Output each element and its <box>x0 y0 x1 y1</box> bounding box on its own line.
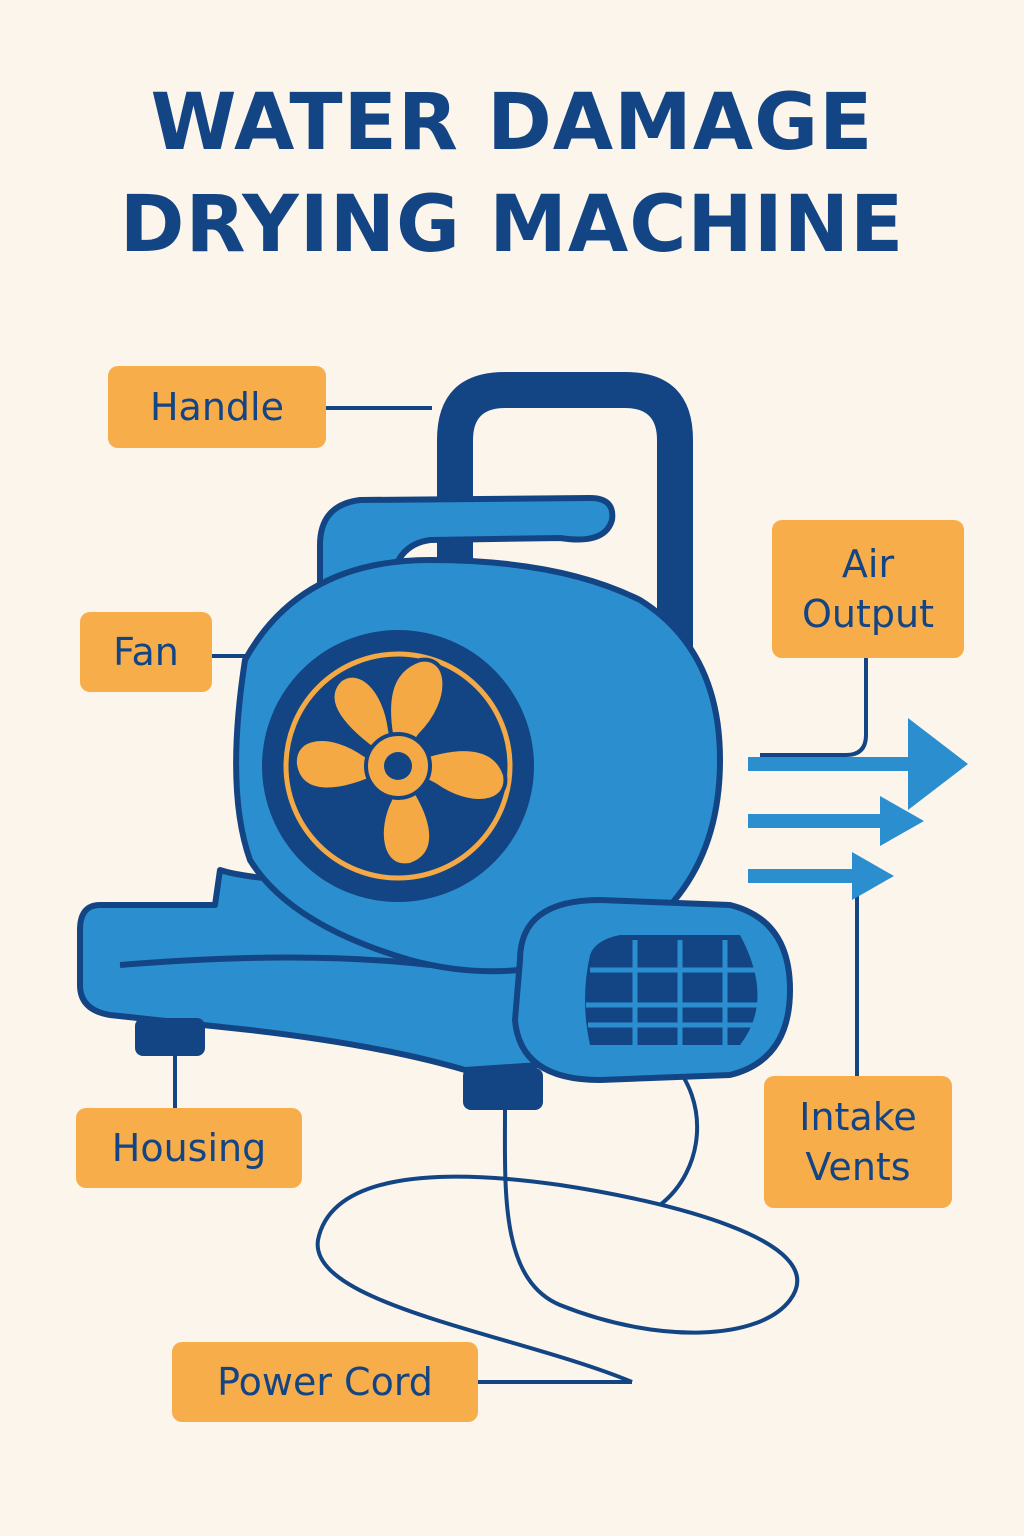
air-output-leader-line <box>760 656 868 757</box>
page-title: WATER DAMAGE DRYING MACHINE <box>0 72 1024 276</box>
label-housing-text: Housing <box>111 1126 267 1170</box>
label-handle: Handle <box>108 366 326 448</box>
title-line-1: WATER DAMAGE <box>150 78 874 168</box>
label-air-output-line1: Air <box>841 542 895 586</box>
air-flow-arrows <box>748 718 968 900</box>
label-fan: Fan <box>80 612 212 692</box>
airflow-arrow-1 <box>908 718 968 810</box>
power-cord-cable <box>315 1109 800 1384</box>
label-intake-vents-line1: Intake <box>799 1095 917 1139</box>
label-air-output-line2: Output <box>802 592 934 636</box>
power-cord-from-nozzle <box>658 1058 700 1207</box>
label-power-cord-text: Power Cord <box>217 1360 433 1404</box>
label-power-cord: Power Cord <box>172 1342 478 1422</box>
label-intake-vents: Intake Vents <box>764 1076 952 1208</box>
callout-lines <box>173 406 868 1384</box>
label-fan-text: Fan <box>113 630 179 674</box>
airflow-arrow-3 <box>852 852 894 900</box>
rear-foot <box>463 1068 543 1110</box>
title-line-2: DRYING MACHINE <box>119 180 905 270</box>
fan-icon <box>262 630 534 902</box>
label-housing: Housing <box>76 1108 302 1188</box>
airflow-arrow-2 <box>880 796 924 846</box>
label-handle-text: Handle <box>149 385 284 429</box>
label-air-output: Air Output <box>772 520 964 658</box>
intake-vents-grille <box>585 935 770 1045</box>
label-intake-vents-line2: Vents <box>805 1145 911 1189</box>
front-foot <box>135 1018 205 1056</box>
